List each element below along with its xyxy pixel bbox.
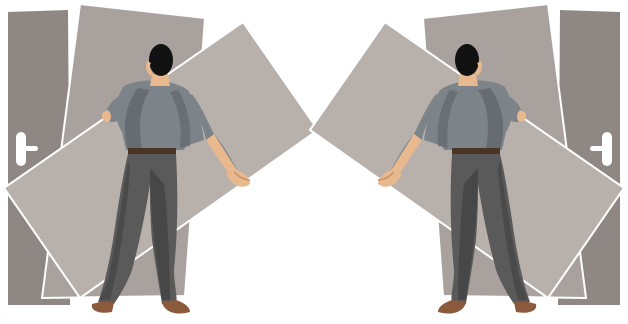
right-panel — [310, 4, 624, 314]
left-panel — [4, 4, 318, 314]
